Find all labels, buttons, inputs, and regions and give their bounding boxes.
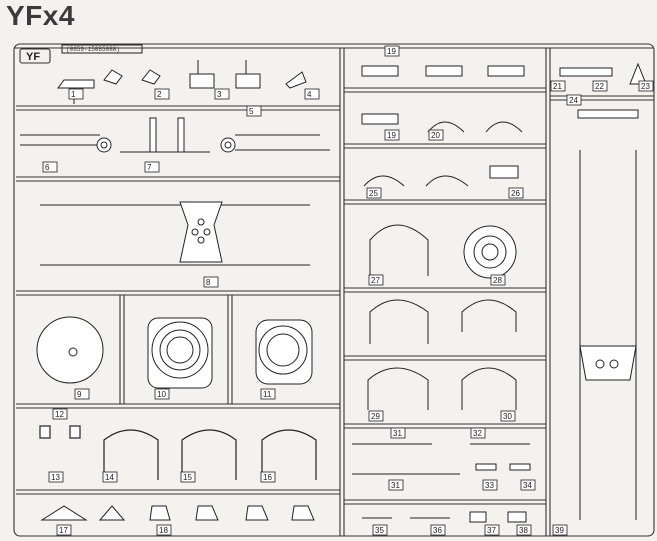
part-1-shape [57,79,95,89]
part-number: 10 [157,390,166,399]
part-number: 24 [569,96,578,105]
part-number: 22 [595,82,604,91]
part-label-box [368,410,384,422]
part-label-box [368,274,384,286]
part-number: 31 [391,481,400,490]
part-number: 13 [51,473,60,482]
part-label-box [56,524,72,536]
part-number: 32 [473,429,482,438]
part-label-box [214,88,230,100]
sprue-tag-box [19,48,51,64]
part-number: 7 [147,163,152,172]
part-number: 18 [159,526,168,535]
part-label-box [372,524,388,536]
part-number: 36 [433,526,442,535]
part-number: 12 [55,410,64,419]
part-label-box [74,388,90,400]
part-number: 25 [369,189,378,198]
part-label-box [500,410,516,422]
part-number: 1 [71,90,76,99]
part-label-box [42,161,58,173]
part-label-box [156,524,172,536]
part-label-box [482,479,498,491]
sprue-frame [13,43,655,537]
part-label-box [48,471,64,483]
part-label-box [144,161,160,173]
part-number: 19 [387,47,396,56]
part-number: 20 [431,131,440,140]
part-label-box [384,45,400,57]
part-label-box [470,427,486,439]
part-label-box [260,471,276,483]
part-label-box [260,388,276,400]
part-label-box [566,94,582,106]
part-label-box [428,129,444,141]
part-3b-shape [235,73,261,89]
part-number: 35 [375,526,384,535]
sprue-tag: YF [26,51,40,63]
part-label-box [384,129,400,141]
part-label-box [68,88,84,100]
part-label-box [154,88,170,100]
part-number: 28 [493,276,502,285]
part-label-box [508,187,524,199]
part-label-box [154,388,170,400]
part-number: 15 [183,473,192,482]
part-label-box [203,276,219,288]
part-number: 4 [307,90,312,99]
part-number: 19 [387,131,396,140]
part-label-box [638,80,654,92]
part-label-box [52,408,68,420]
part-label-box [520,479,536,491]
part-label-box [388,479,404,491]
part-number: 5 [249,107,254,116]
part-label-box [592,80,608,92]
part-label-box [516,524,532,536]
part-number: 31 [393,429,402,438]
part-label-box [304,88,320,100]
part-label-box [390,427,406,439]
part-number: 6 [45,163,50,172]
part-1b-shape [103,69,123,85]
part-number: 3 [217,90,222,99]
part-label-box [366,187,382,199]
part-label-box [552,524,568,536]
part-4-shape [285,71,307,89]
part-2-shape [141,69,161,85]
part-number: 9 [77,390,82,399]
part-number: 33 [485,481,494,490]
part-number: 17 [59,526,68,535]
part-number: 16 [263,473,272,482]
part-label-box [180,471,196,483]
part-number: 37 [487,526,496,535]
sheet-title: YFx4 [6,0,75,31]
part-number: 21 [553,82,562,91]
part-label-box [490,274,506,286]
part-3a-shape [189,73,215,89]
part-number: 34 [523,481,532,490]
part-label-box [246,105,262,117]
part-label-box [102,471,118,483]
part-number: 29 [371,412,380,421]
part-number: 11 [263,390,272,399]
part-number: 30 [503,412,512,421]
part-label-box [550,80,566,92]
sprue-code: (0659-15085088) [66,46,120,53]
part-number: 38 [519,526,528,535]
part-label-box [484,524,500,536]
part-label-box [430,524,446,536]
part-number: 14 [105,473,114,482]
part-number: 27 [371,276,380,285]
part-number: 8 [206,278,211,287]
part-number: 23 [641,82,650,91]
part-number: 39 [555,526,564,535]
part-number: 26 [511,189,520,198]
code-box [61,44,143,54]
part-number: 2 [157,90,162,99]
